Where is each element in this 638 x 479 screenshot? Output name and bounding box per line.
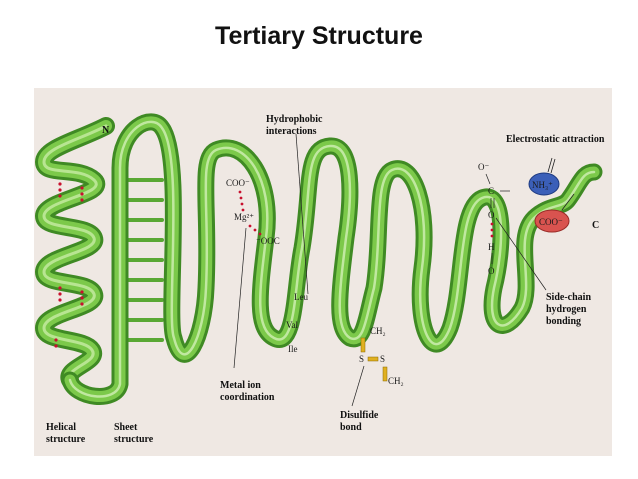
disulfide-site: CH₂ S S CH₂ (351, 326, 404, 407)
sheet-label-line1: Sheet (114, 422, 138, 433)
sheet-label-line2: structure (114, 434, 154, 445)
helical-label-line2: structure (46, 434, 86, 445)
protein-ribbon-diagram: N C COO⁻ Mg²⁺ ⁻OOC Leu V (35, 113, 605, 445)
carboxylate-bottom-text: ⁻OOC (256, 236, 280, 246)
c-terminus-label: C (592, 220, 599, 231)
oxygen-text: O (488, 210, 495, 220)
ch2-top-text: CH₂ (370, 326, 386, 336)
sidechain-hbond-site: O⁻ C O H O (478, 162, 547, 291)
metal-label-line2: coordination (220, 392, 275, 403)
metal-label-line1: Metal ion (220, 380, 261, 391)
hydrophobic-label-line1: Hydrophobic (266, 114, 323, 125)
o-minus-text: O⁻ (478, 162, 489, 172)
carboxylate-ion-text: COO⁻ (539, 217, 563, 227)
electrostatic-label: Electrostatic attraction (506, 134, 605, 145)
carboxylate-top-text: COO⁻ (226, 178, 250, 188)
residue-ile: Ile (288, 344, 298, 354)
sidechain-label-line1: Side-chain (546, 292, 591, 303)
sulfur-1-text: S (359, 354, 364, 364)
residue-leu: Leu (294, 292, 308, 302)
disulfide-label-line2: bond (340, 422, 362, 433)
helical-label-line1: Helical (46, 422, 76, 433)
ammonium-text: NH₃⁺ (532, 180, 553, 190)
magnesium-ion-text: Mg²⁺ (234, 212, 254, 222)
polypeptide-ribbon (61, 113, 603, 405)
helix-hydrogen-bonds (54, 182, 84, 348)
hydrophobic-site: Leu Val Ile (286, 133, 308, 354)
tertiary-structure-figure: N C COO⁻ Mg²⁺ ⁻OOC Leu V (34, 88, 612, 456)
hydroxyl-oxygen-text: O (488, 266, 495, 276)
n-terminus-label: N (102, 125, 110, 136)
disulfide-label-line1: Disulfide (340, 410, 379, 421)
hydrophobic-label-line2: interactions (266, 126, 317, 137)
slide-title: Tertiary Structure (215, 22, 423, 50)
sidechain-label-line2: hydrogen (546, 304, 587, 315)
hydrophobic-label-l1: Hydrophobic (266, 114, 323, 125)
metal-ion-site: COO⁻ Mg²⁺ ⁻OOC (226, 178, 280, 369)
ch2-bottom-text: CH₂ (388, 376, 404, 386)
beta-sheet (124, 178, 164, 342)
residue-val: Val (286, 320, 298, 330)
alpha-helix (35, 117, 115, 389)
electrostatic-site: NH₃⁺ COO⁻ (528, 157, 575, 233)
sidechain-label-line3: bonding (546, 316, 581, 327)
sulfur-2-text: S (380, 354, 385, 364)
hydrogen-text: H (488, 242, 495, 252)
carbon-text: C (488, 186, 494, 196)
